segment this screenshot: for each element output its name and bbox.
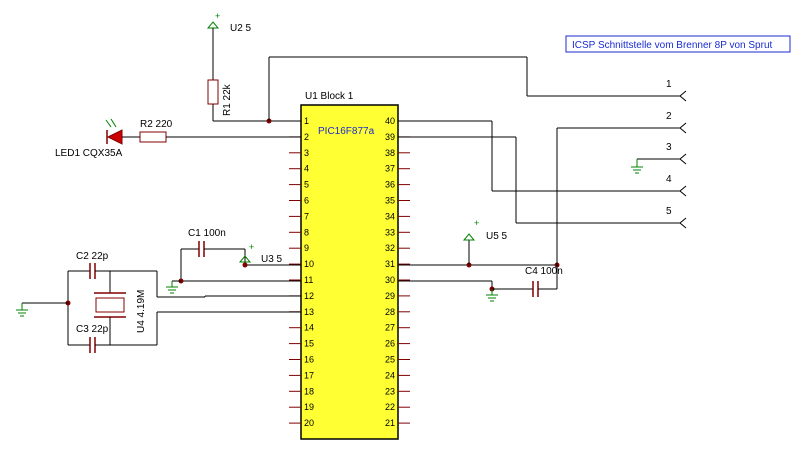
r2-resistor[interactable]: R2 220 (139, 119, 301, 143)
c4-capacitor[interactable]: C4 100n (398, 266, 563, 297)
u3-plus: + (249, 242, 254, 252)
ic-pin-left-number: 12 (304, 291, 314, 301)
ic-pin-right-number: 32 (385, 243, 395, 253)
u2-plus: + (215, 11, 220, 21)
ic-pin-right-number: 35 (385, 196, 395, 206)
wire-mclr-to-conn1 (266, 56, 680, 124)
ic-pin-right-number: 21 (385, 418, 395, 428)
led1-label: LED1 CQX35A (55, 148, 123, 159)
connector-pin-label: 5 (666, 206, 672, 217)
title-text: ICSP Schnittstelle vom Brenner 8P von Sp… (572, 40, 773, 51)
ic-pin-left-number: 17 (304, 370, 314, 380)
connector-pin (679, 153, 687, 165)
u2-power: + U2 5 (206, 11, 252, 80)
u2-label: U2 5 (230, 23, 252, 34)
ic-pin-right-number: 26 (385, 339, 395, 349)
gnd-pin11 (166, 249, 301, 294)
u5-power: + U5 5 (462, 218, 508, 242)
ic-pin-right-number: 22 (385, 402, 395, 412)
ic-pin-right-number: 33 (385, 227, 395, 237)
ic-pin-right-number: 24 (385, 370, 395, 380)
c2-capacitor[interactable]: C2 22p (68, 251, 157, 279)
connector-pin-label: 1 (666, 79, 672, 90)
ic-pin-right-number: 37 (385, 164, 395, 174)
ic-pin-left-number: 20 (304, 418, 314, 428)
wire-conn3-gnd (631, 158, 680, 174)
icsp-connector[interactable]: 1 2 3 4 5 (666, 79, 687, 229)
c3-label: C3 22p (76, 324, 109, 335)
wire-pin39-conn5 (398, 136, 680, 224)
c3-capacitor[interactable]: C3 22p (68, 324, 157, 353)
ic-pin-left-number: 11 (304, 275, 313, 285)
u3-label: U3 5 (261, 254, 283, 265)
ic-pin-left-number: 18 (304, 386, 314, 396)
ic-pin-left-number: 5 (304, 180, 309, 190)
ic-pin-right-number: 38 (385, 148, 395, 158)
ic-pin-left-number: 15 (304, 339, 314, 349)
ic-pin-right-number: 31 (385, 259, 395, 269)
ic-pin-left-number: 4 (304, 164, 309, 174)
u5-label: U5 5 (486, 231, 508, 242)
ic-pin-right-number: 23 (385, 386, 395, 396)
ic-pin-left-number: 14 (304, 323, 314, 333)
c1-capacitor[interactable]: C1 100n (181, 228, 246, 265)
ic-pin-right-number: 34 (385, 211, 395, 221)
c4-label: C4 100n (525, 266, 563, 277)
r1-label: R1 22k (222, 83, 233, 116)
ic-pin-right-number: 40 (385, 116, 395, 126)
connector-pin (679, 185, 687, 197)
ic-pin-right-number: 30 (385, 275, 395, 285)
r2-label: R2 220 (140, 119, 173, 130)
ic-pin-right-number: 28 (385, 307, 395, 317)
ic-designator: U1 Block 1 (305, 91, 354, 102)
gnd-crystal (16, 303, 28, 317)
ic-pin-left-number: 6 (304, 196, 309, 206)
connector-pin-label: 2 (666, 111, 672, 122)
ic-pin-right-number: 25 (385, 355, 395, 365)
led1-diode[interactable]: LED1 CQX35A (55, 118, 140, 159)
ic-pin-left-number: 13 (304, 307, 314, 317)
u3-power: + U3 5 (238, 242, 301, 268)
connector-pin (679, 217, 687, 229)
ic-pins: 1234567891011121314151617181920403938373… (289, 116, 410, 428)
u5-plus: + (474, 218, 479, 228)
r1-resistor[interactable]: R1 22k (207, 79, 301, 122)
ic-pin-left-number: 16 (304, 355, 314, 365)
ic-pin-right-number: 36 (385, 180, 395, 190)
ic-pin-left-number: 10 (304, 259, 314, 269)
crystal-u4[interactable]: U4 4.19M (22, 271, 301, 345)
ic-pin-left-number: 2 (304, 132, 309, 142)
ic-pin-left-number: 1 (304, 116, 309, 126)
ic-pin-right-number: 29 (385, 291, 395, 301)
gnd-c4 (486, 289, 498, 302)
ic-pin-right-number: 39 (385, 132, 395, 142)
ic-pin-left-number: 3 (304, 148, 309, 158)
c1-label: C1 100n (188, 228, 226, 239)
wire-vdd-conn2 (398, 127, 680, 289)
connector-pin (679, 90, 687, 102)
wire-pin40-conn4 (398, 120, 680, 192)
u4-label: U4 4.19M (136, 290, 147, 333)
connector-pin-label: 3 (666, 142, 672, 153)
connector-pin-label: 4 (666, 174, 672, 185)
connector-pin (679, 122, 687, 134)
ic-pin-left-number: 8 (304, 227, 309, 237)
ic-pin-left-number: 19 (304, 402, 314, 412)
ic-pin-right-number: 27 (385, 323, 395, 333)
ic-part: PIC16F877a (318, 126, 375, 137)
title-box: ICSP Schnittstelle vom Brenner 8P von Sp… (565, 35, 791, 53)
ic-pin-left-number: 9 (304, 243, 309, 253)
ic-u1[interactable]: U1 Block 1 PIC16F877a 123456789101112131… (289, 91, 410, 440)
c2-label: C2 22p (76, 251, 109, 262)
ic-pin-left-number: 7 (304, 211, 309, 221)
